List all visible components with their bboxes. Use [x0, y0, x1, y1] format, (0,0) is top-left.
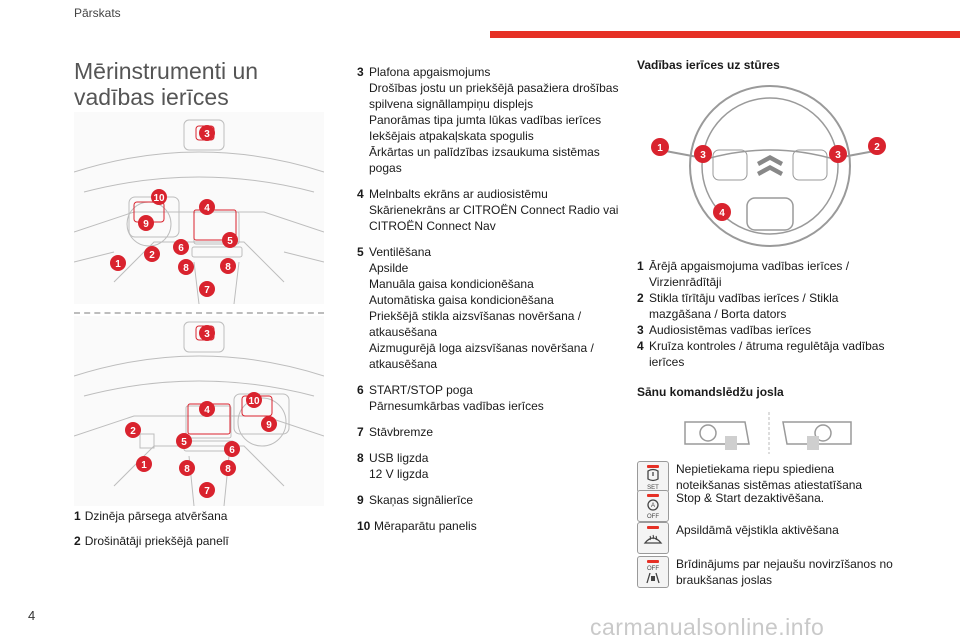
wheel-callout-2: 2: [868, 137, 886, 155]
svg-text:2: 2: [874, 142, 880, 153]
tyre-pressure-set-icon[interactable]: SET: [637, 461, 669, 493]
svg-text:OFF: OFF: [647, 514, 659, 520]
steering-legend-4: 4 Kruīza kontroles / ātruma regulētāja v…: [637, 339, 885, 369]
wheel-callout-3-right: 3: [829, 145, 847, 163]
steering-legend-1: 1 Ārējā apgaismojuma vadības ierīces /Vi…: [637, 259, 850, 289]
callout-bottom-10: 10: [246, 392, 262, 408]
svg-text:6: 6: [229, 445, 235, 456]
controls-list: 3 Plafona apgaismojums Drošības jostu un…: [357, 64, 627, 544]
svg-text:6: 6: [178, 243, 184, 254]
dashboard-illustration-top: 10 4 9 6 5 1 2 8 8 7 3: [74, 112, 324, 304]
callout-bottom-8a: 8: [179, 460, 195, 476]
callout-bottom-4: 4: [199, 401, 215, 417]
switch-panel-title: Sānu komandslēdžu josla: [637, 385, 784, 399]
svg-text:10: 10: [153, 193, 165, 204]
svg-text:8: 8: [184, 464, 190, 475]
svg-text:7: 7: [204, 285, 210, 296]
svg-text:1: 1: [115, 259, 121, 270]
svg-text:3: 3: [700, 150, 706, 161]
steering-wheel-illustration: 1 3 3 2 4: [645, 80, 895, 252]
svg-text:3: 3: [204, 129, 210, 140]
steering-legend-2: 2 Stikla tīrītāju vadības ierīces / Stik…: [637, 291, 839, 321]
list-item-7: 7 Stāvbremze: [357, 425, 434, 439]
callout-bottom-9: 9: [261, 416, 277, 432]
switch-row-lane-departure: OFF Brīdinājums par nejaušu novirzīšanos…: [637, 556, 907, 588]
watermark: carmanualsonline.info: [590, 614, 825, 640]
callout-top-2: 2: [144, 246, 160, 262]
svg-text:2: 2: [130, 426, 136, 437]
switch-row-stop-start: A OFF Stop & Start dezaktivēšana.: [637, 490, 907, 522]
svg-text:3: 3: [204, 329, 210, 340]
svg-text:4: 4: [204, 405, 210, 416]
callout-top-7: 7: [199, 281, 215, 297]
svg-text:10: 10: [248, 396, 260, 407]
svg-text:7: 7: [204, 486, 210, 497]
heated-windscreen-icon[interactable]: [637, 522, 669, 554]
wheel-callout-1: 1: [651, 138, 669, 156]
callout-bottom-6: 6: [224, 441, 240, 457]
switch-panel-illustration: [683, 408, 855, 456]
steering-title: Vadības ierīces uz stūres: [637, 58, 780, 72]
stop-start-off-icon[interactable]: A OFF: [637, 490, 669, 522]
svg-text:SET: SET: [647, 485, 659, 491]
svg-text:8: 8: [225, 464, 231, 475]
callout-top-4: 4: [199, 199, 215, 215]
callout-bottom-7: 7: [199, 482, 215, 498]
svg-text:8: 8: [225, 262, 231, 273]
list-item-8: 8 USB ligzda 12 V ligzda: [357, 451, 429, 481]
lane-departure-off-icon[interactable]: OFF: [637, 556, 669, 588]
callout-top-6: 6: [173, 239, 189, 255]
list-item-4: 4 Melnbalts ekrāns ar audiosistēmu Skāri…: [357, 187, 619, 233]
callout-top-1: 1: [110, 255, 126, 271]
callout-bottom-8b: 8: [220, 460, 236, 476]
svg-text:1: 1: [141, 460, 147, 471]
steering-section: Vadības ierīces uz stūres: [637, 58, 897, 78]
callout-bottom-1: 1: [136, 456, 152, 472]
list-item-10: 10 Mēraparātu panelis: [357, 519, 477, 533]
callout-bottom-3: 3: [199, 325, 215, 341]
callout-bottom-5: 5: [176, 433, 192, 449]
wheel-callout-4: 4: [713, 203, 731, 221]
header-accent-bar: [490, 31, 960, 38]
figure-divider: [74, 312, 324, 314]
list-item-3: 3 Plafona apgaismojums Drošības jostu un…: [357, 65, 619, 175]
callout-top-10: 10: [151, 189, 167, 205]
list-item-9: 9 Skaņas signālierīce: [357, 493, 474, 507]
svg-text:3: 3: [835, 150, 841, 161]
svg-text:2: 2: [149, 250, 155, 261]
switch-row-heated-windscreen: Apsildāmā vējstikla aktivēšana: [637, 522, 907, 554]
svg-text:8: 8: [183, 263, 189, 274]
svg-text:9: 9: [266, 420, 272, 431]
callout-top-8b: 8: [220, 258, 236, 274]
page-title: Mērinstrumenti un vadības ierīces: [74, 58, 259, 110]
svg-text:4: 4: [719, 208, 725, 219]
svg-text:5: 5: [227, 236, 233, 247]
steering-legend: 1 Ārējā apgaismojuma vadības ierīces /Vi…: [637, 258, 897, 370]
list-item-6: 6 START/STOP poga Pārnesumkārbas vadības…: [357, 383, 544, 413]
svg-text:A: A: [651, 503, 655, 509]
header-section-label: Pārskats: [74, 6, 121, 20]
callout-bottom-2: 2: [125, 422, 141, 438]
wheel-callout-3-left: 3: [694, 145, 712, 163]
callout-top-9: 9: [138, 215, 154, 231]
svg-text:1: 1: [657, 143, 663, 154]
svg-text:9: 9: [143, 219, 149, 230]
list-item-5: 5 Ventilēšana Apsilde Manuāla gaisa kond…: [357, 245, 594, 371]
page-number: 4: [28, 608, 36, 623]
svg-text:4: 4: [204, 203, 210, 214]
steering-legend-3: 3 Audiosistēmas vadības ierīces: [637, 323, 812, 337]
switch-row-tyre-pressure: SET Nepietiekama riepu spiediena noteikš…: [637, 461, 907, 493]
callout-top-5: 5: [222, 232, 238, 248]
callout-top-3: 3: [199, 125, 215, 141]
callout-top-8a: 8: [178, 259, 194, 275]
svg-text:OFF: OFF: [647, 566, 659, 572]
svg-text:5: 5: [181, 437, 187, 448]
dashboard-illustration-bottom: 3 10 4 9 2 5 6 1 8 8 7: [74, 316, 324, 506]
